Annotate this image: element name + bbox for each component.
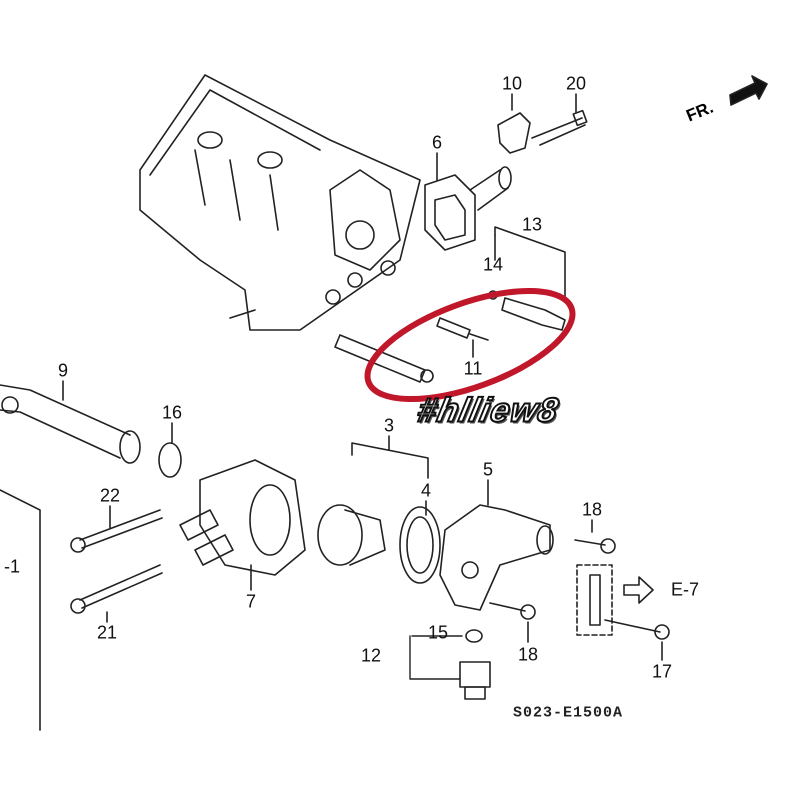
label-12: 12 [360, 645, 382, 666]
label-13: 13 [521, 214, 543, 235]
label-11: 11 [463, 358, 483, 379]
stud-bolt [334, 334, 434, 383]
part-7-housing [179, 459, 306, 591]
label-4: 4 [420, 480, 432, 501]
part-9-pipe [0, 380, 141, 464]
part-5-outlet [439, 479, 554, 611]
label-20: 20 [565, 73, 587, 94]
label-14: 14 [482, 254, 504, 275]
adjacent-diagram-edge [0, 489, 41, 731]
label-6: 6 [431, 132, 443, 153]
label-10: 10 [501, 73, 523, 94]
label-5: 5 [482, 459, 494, 480]
label-18-top: 18 [581, 499, 603, 520]
bolt-21 [79, 564, 163, 609]
label-18-bottom: 18 [517, 644, 539, 665]
arrow-right-icon [623, 576, 654, 604]
part-10-20-bracket [497, 93, 588, 154]
label-16: 16 [161, 402, 183, 423]
label-21: 21 [96, 622, 118, 643]
bolt-18a [574, 539, 606, 546]
label-e7: E-7 [670, 579, 700, 600]
label-15: 15 [427, 622, 449, 643]
part-3-thermostat [317, 435, 429, 566]
label-22: 22 [99, 485, 121, 506]
part-12-switch [459, 661, 491, 688]
bolt-22 [79, 509, 163, 549]
part-17-box [576, 564, 613, 636]
part-4-gasket [399, 506, 441, 584]
part-13-14-sensor [488, 226, 566, 331]
label-minus-1: -1 [3, 556, 21, 577]
label-7: 7 [245, 591, 257, 612]
watermark: #hlliew8 [413, 391, 563, 431]
label-3: 3 [383, 415, 395, 436]
cylinder-head-drawing [139, 74, 421, 331]
part-15-washer [465, 629, 483, 643]
highlight-circle [364, 287, 576, 403]
part-11-sensor [436, 317, 489, 358]
label-9: 9 [57, 360, 69, 381]
diagram-code: S023-E1500A [512, 704, 624, 722]
front-arrow-icon [729, 75, 768, 106]
bolt-18b [489, 602, 526, 612]
label-17: 17 [651, 661, 673, 682]
part-6-outlet [424, 152, 512, 251]
part-16-oring [158, 442, 182, 478]
